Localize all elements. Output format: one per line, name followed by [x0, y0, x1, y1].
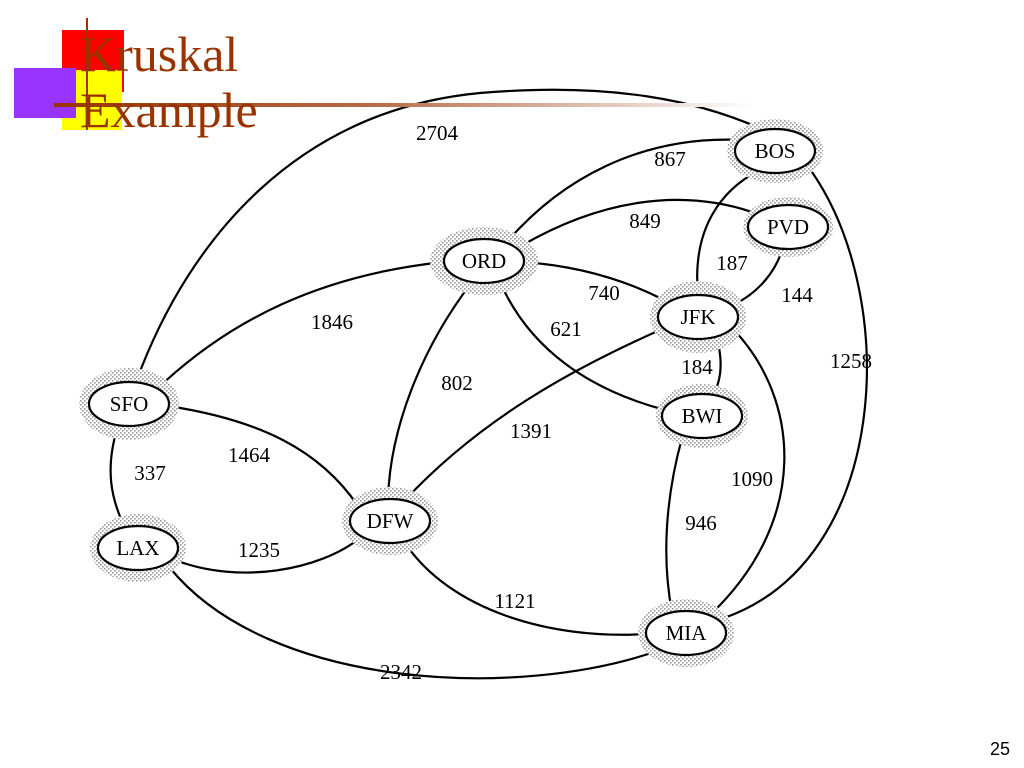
edge-ord-bos [505, 138, 743, 244]
node-bwi: BWI [656, 384, 748, 448]
edge-weight-jfk-bos: 187 [716, 251, 748, 275]
node-pvd: PVD [743, 197, 833, 257]
edge-lax-mia [169, 567, 661, 680]
node-bos: BOS [727, 119, 823, 183]
edge-ord-pvd [520, 198, 753, 247]
node-ellipse [96, 524, 180, 572]
node-jfk: JFK [650, 281, 746, 353]
node-label: JFK [680, 305, 715, 329]
logo-purple-square [14, 68, 76, 118]
edge-sfo-dfw [167, 404, 359, 507]
node-ellipse [348, 497, 432, 545]
edge-weight-jfk-bwi: 184 [681, 355, 713, 379]
edge-ord-bwi [498, 281, 666, 412]
node-label: BWI [682, 404, 723, 428]
node-ellipse [644, 609, 728, 657]
edge-weight-ord-bos: 867 [654, 147, 686, 171]
node-label: PVD [767, 215, 809, 239]
edge-weight-sfo-bos: 2704 [416, 121, 459, 145]
node-label: DFW [367, 509, 414, 533]
node-ellipse [660, 392, 744, 440]
edge-weight-lax-dfw: 1235 [238, 538, 280, 562]
edge-labels-layer: 2704 867 849 187 144 740 1846 621 184 1258 802 1391… [134, 121, 872, 684]
edge-weight-jfk-mia: 1090 [731, 467, 773, 491]
node-dfw: DFW [342, 487, 438, 555]
edge-weight-sfo-lax: 337 [134, 461, 166, 485]
edge-weight-jfk-pvd: 144 [781, 283, 813, 307]
page-number: 25 [989, 739, 1010, 759]
edge-weight-ord-bwi: 621 [550, 317, 582, 341]
logo-vertical-line [86, 18, 88, 130]
edge-sfo-lax [109, 425, 125, 527]
edge-weight-lax-mia: 2342 [380, 660, 422, 684]
node-ellipse [746, 203, 830, 251]
edge-ord-jfk [522, 260, 665, 301]
node-ellipse [442, 237, 526, 285]
node-label: MIA [666, 621, 708, 645]
edge-weight-sfo-ord: 1846 [311, 310, 353, 334]
node-mia: MIA [638, 599, 734, 667]
edge-jfk-bos [696, 169, 761, 295]
edge-ord-dfw [386, 281, 473, 500]
edge-weight-ord-dfw: 802 [441, 371, 473, 395]
edge-bwi-mia [665, 437, 684, 613]
edge-jfk-mia [709, 329, 786, 616]
node-label: SFO [110, 392, 149, 416]
edge-weight-sfo-dfw: 1464 [228, 443, 271, 467]
edge-weight-dfw-jfk: 1391 [510, 419, 552, 443]
edge-lax-dfw [174, 537, 361, 574]
edge-dfw-mia [404, 542, 647, 636]
edge-sfo-ord [157, 260, 445, 389]
node-label: LAX [116, 536, 159, 560]
node-label: ORD [462, 249, 506, 273]
edge-dfw-jfk [404, 328, 661, 501]
node-sfo: SFO [79, 368, 179, 440]
node-ord: ORD [430, 227, 538, 295]
nodes-layer: BOS PVD ORD JFK BWI SFO DFW LAX MIA [79, 119, 833, 667]
edge-weight-ord-pvd: 849 [629, 209, 661, 233]
edge-weight-bwi-mia: 946 [685, 511, 717, 535]
slide-title-line-2: Example [80, 82, 258, 138]
slide-title: Kruskal Example [80, 26, 258, 138]
node-lax: LAX [90, 514, 186, 582]
edge-bos-mia [723, 171, 868, 620]
slide-title-line-1: Kruskal [80, 26, 239, 82]
title-rule [54, 103, 754, 107]
node-ellipse [733, 127, 817, 175]
node-ellipse [87, 380, 171, 428]
edge-weight-dfw-mia: 1121 [494, 589, 535, 613]
node-label: BOS [755, 139, 796, 163]
node-ellipse [656, 293, 740, 341]
edge-weight-ord-jfk: 740 [588, 281, 620, 305]
edge-weight-bos-mia: 1258 [830, 349, 872, 373]
